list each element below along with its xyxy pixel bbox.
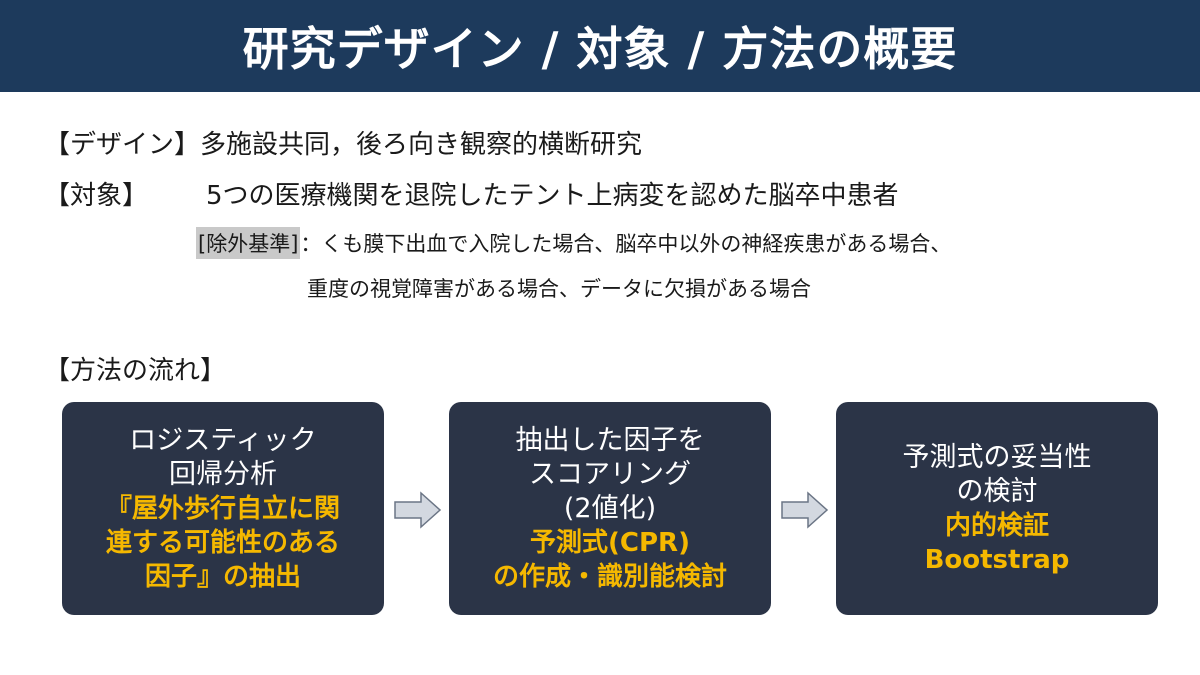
step-logistic-regression: ロジスティック 回帰分析 『屋外歩行自立に関 連する可能性のある 因子』の抽出 [62,402,384,615]
step-highlight: の作成・識別能検討 [492,561,727,592]
exclusion-line-1: ：くも膜下出血で入院した場合、脳卒中以外の神経疾患がある場合、 [300,232,952,256]
step-text: ロジスティック [129,424,317,456]
step-scoring: 抽出した因子を スコアリング (2値化) 予測式(CPR) の作成・識別能検討 [449,402,771,615]
step-text: 抽出した因子を [515,424,705,456]
step-highlight-mixed: 因子』の抽出 [145,560,301,594]
step-validation: 予測式の妥当性 の検討 内的検証 Bootstrap [836,402,1158,615]
design-text: 多施設共同，後ろ向き観察的横断研究 [200,130,643,160]
step-text: スコアリング [529,458,691,490]
target-label: 【対象】 [44,181,149,211]
design-label: 【デザイン】 [44,130,201,160]
step-text: 予測式の妥当性 [902,441,1092,473]
step-highlight: 内的検証 [944,510,1049,541]
step-highlight: 連する可能性のある [105,527,340,558]
step-highlight: Bootstrap [924,544,1070,575]
page-title: 研究デザイン / 対象 / 方法の概要 [242,22,958,76]
step-highlight: 因子』 [144,561,223,592]
exclusion-line-2: 重度の視覚障害がある場合、データに欠損がある場合 [307,277,811,301]
title-bar: 研究デザイン / 対象 / 方法の概要 [0,0,1200,92]
step-text: の検討 [956,475,1038,507]
method-label: 【方法の流れ】 [44,356,227,386]
right-arrow-icon [394,491,442,529]
step-text: 回帰分析 [169,458,277,490]
step-highlight: 予測式(CPR) [530,527,690,558]
design-row: 【デザイン】多施設共同，後ろ向き観察的横断研究 [44,124,642,161]
step-text: (2値化) [563,492,657,524]
step-highlight: の抽出 [223,561,302,592]
exclusion-criteria: [除外基準]：くも膜下出血で入院した場合、脳卒中以外の神経疾患がある場合、 [196,227,951,259]
exclusion-label: [除外基準] [196,227,301,259]
step-highlight: 『屋外歩行自立に関 [105,493,340,524]
target-text: 5つの医療機関を退院したテント上病変を認めた脳卒中患者 [206,181,899,211]
right-arrow-icon [781,491,829,529]
